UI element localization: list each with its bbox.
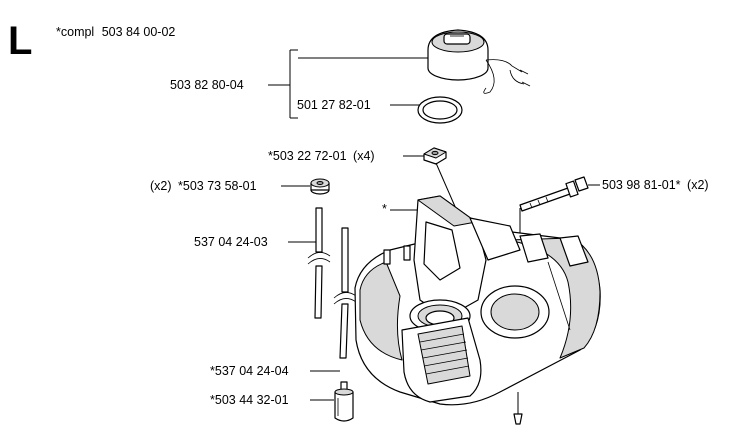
kit-number: 503 84 00-02 xyxy=(102,25,176,39)
nut-part-number: *503 22 72-01 xyxy=(268,149,347,163)
gasket-part-number: 501 27 82-01 xyxy=(297,98,371,112)
star-marker: * xyxy=(382,202,387,216)
crankcase-tank-icon xyxy=(354,195,601,425)
bolt-quantity: (x2) xyxy=(687,178,709,192)
gasket-ring-icon xyxy=(417,96,463,124)
nut-quantity: (x4) xyxy=(353,149,375,163)
section-letter: L xyxy=(8,19,32,63)
fuel-hose-icon xyxy=(307,207,357,359)
nut-label: *503 22 72-01 (x4) xyxy=(268,149,375,163)
grommet-quantity: (x2) xyxy=(150,179,172,193)
filter-part-number: *503 44 32-01 xyxy=(210,393,289,407)
kit-heading: *compl 503 84 00-02 xyxy=(56,25,175,39)
grommet-icon xyxy=(310,178,330,195)
grommet-part-number: *503 73 58-01 xyxy=(178,179,257,193)
kit-label: *compl xyxy=(56,25,94,39)
bolt-label: 503 98 81-01* (x2) xyxy=(602,178,709,192)
bolt-part-number: 503 98 81-01* xyxy=(602,178,681,192)
cap-bracket xyxy=(268,49,430,119)
grommet-label: (x2) *503 73 58-01 xyxy=(150,179,257,193)
fuel-cap-icon xyxy=(427,29,531,94)
bracket-part-number: 503 82 80-04 xyxy=(170,78,244,92)
fuel-filter-icon xyxy=(334,381,354,422)
hose-part-number: 537 04 24-03 xyxy=(194,235,268,249)
bolt-icon xyxy=(519,176,589,212)
hose2-part-number: *537 04 24-04 xyxy=(210,364,289,378)
nut-icon xyxy=(423,147,447,165)
